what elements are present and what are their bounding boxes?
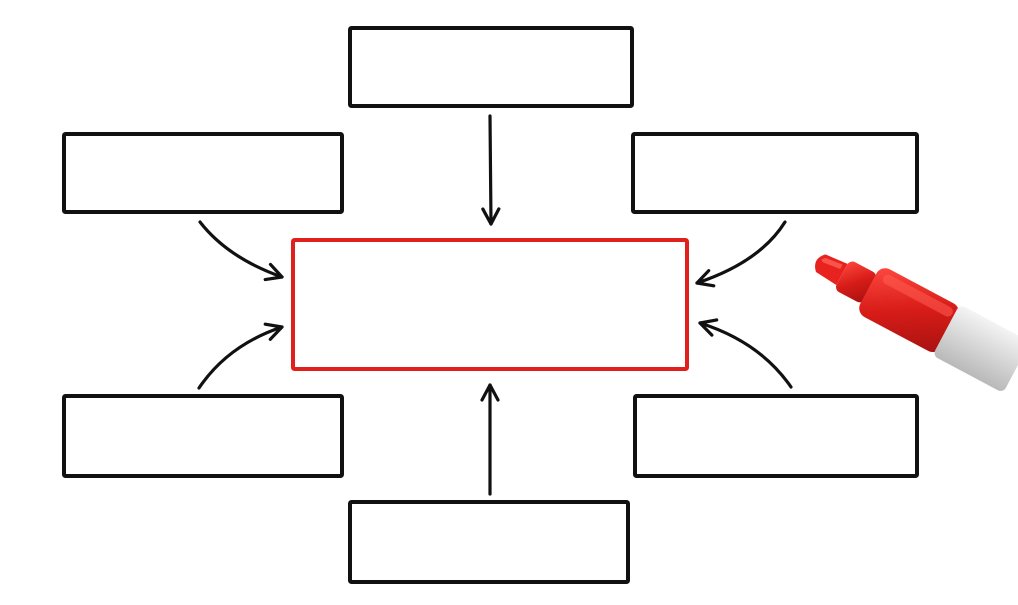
box-bottom-left [62, 394, 344, 478]
arrow-bottom-left [197, 322, 284, 390]
box-bottom-right [633, 394, 919, 478]
box-bottom [348, 500, 630, 584]
box-top-right [631, 132, 919, 214]
red-marker-icon [815, 254, 1018, 391]
center-box [291, 238, 689, 371]
box-top [348, 26, 634, 108]
box-top-left [62, 132, 344, 214]
arrow-bottom-right [698, 318, 793, 389]
arrow-top-right [695, 220, 787, 288]
arrow-top [481, 114, 501, 226]
arrow-top-left [198, 220, 284, 282]
